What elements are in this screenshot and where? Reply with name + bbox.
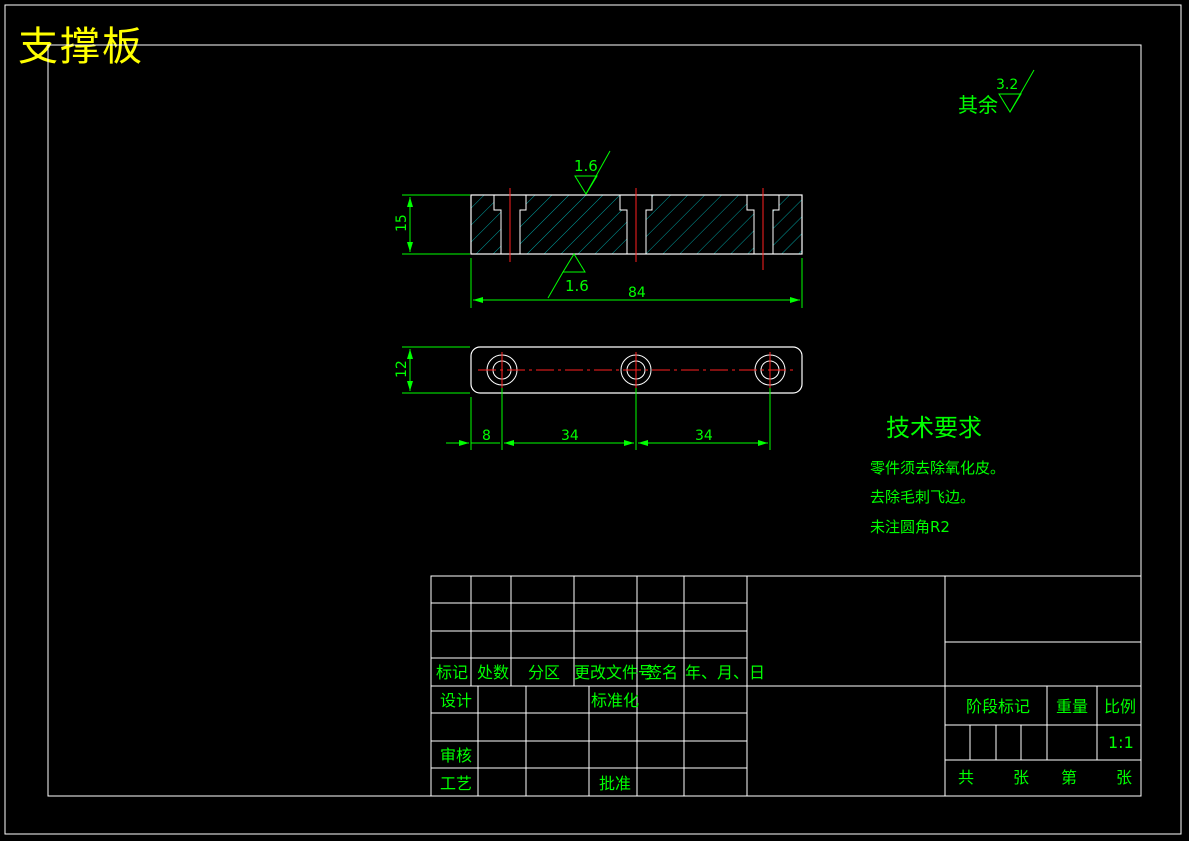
tb-biaoji: 标记 <box>436 663 468 682</box>
dim-pitch-2: 34 <box>695 428 713 444</box>
tb-fenqu: 分区 <box>528 663 560 682</box>
tb-date: 年、月、日 <box>685 663 765 682</box>
tb-pizhun: 批准 <box>599 774 631 793</box>
dim-edge-to-hole: 8 <box>482 428 491 444</box>
tb-sheji: 设计 <box>440 691 472 710</box>
roughness-top: 1.6 <box>574 157 598 175</box>
tb-shenhe: 审核 <box>440 746 472 765</box>
roughness-other: 其余 3.2 <box>958 69 1035 117</box>
tech-item-2: 去除毛刺飞边。 <box>870 488 975 506</box>
tb-biaozhunhua: 标准化 <box>591 691 639 710</box>
title-block <box>430 575 1142 797</box>
tb-gong: 共 <box>958 768 974 787</box>
tb-zhang2: 张 <box>1116 768 1132 787</box>
roughness-bottom: 1.6 <box>565 277 589 295</box>
section-view: 15 84 1.6 1.6 <box>394 150 803 308</box>
dim-width: 12 <box>394 360 410 378</box>
dim-thickness: 15 <box>394 214 410 232</box>
roughness-other-value: 3.2 <box>996 77 1018 93</box>
drawing-title: 支撑板 <box>18 24 144 70</box>
tb-scale: 1:1 <box>1108 733 1134 752</box>
tb-genggai: 更改文件号 <box>574 663 654 682</box>
tech-item-1: 零件须去除氧化皮。 <box>870 459 1005 477</box>
tb-bili: 比例 <box>1104 697 1136 716</box>
tb-gongyi: 工艺 <box>440 774 472 793</box>
title-block-text: 标记 处数 分区 更改文件号 签名 年、月、日 设计 标准化 审核 工艺 批准 … <box>436 663 1136 793</box>
top-view: 12 8 34 34 <box>394 346 803 450</box>
roughness-other-prefix: 其余 <box>958 93 998 117</box>
tb-qianming: 签名 <box>646 663 678 682</box>
outer-border <box>4 4 1182 835</box>
tb-zhang1: 张 <box>1013 768 1029 787</box>
tb-di: 第 <box>1061 768 1077 787</box>
tb-chushu: 处数 <box>477 663 509 682</box>
dim-length: 84 <box>628 285 646 301</box>
tech-item-3: 未注圆角R2 <box>870 518 950 536</box>
tb-zhongliang: 重量 <box>1056 697 1088 716</box>
tech-heading: 技术要求 <box>886 414 982 442</box>
tech-requirements: 技术要求 零件须去除氧化皮。 去除毛刺飞边。 未注圆角R2 <box>870 414 1005 536</box>
tb-jieduan: 阶段标记 <box>966 697 1030 716</box>
dim-pitch-1: 34 <box>561 428 579 444</box>
